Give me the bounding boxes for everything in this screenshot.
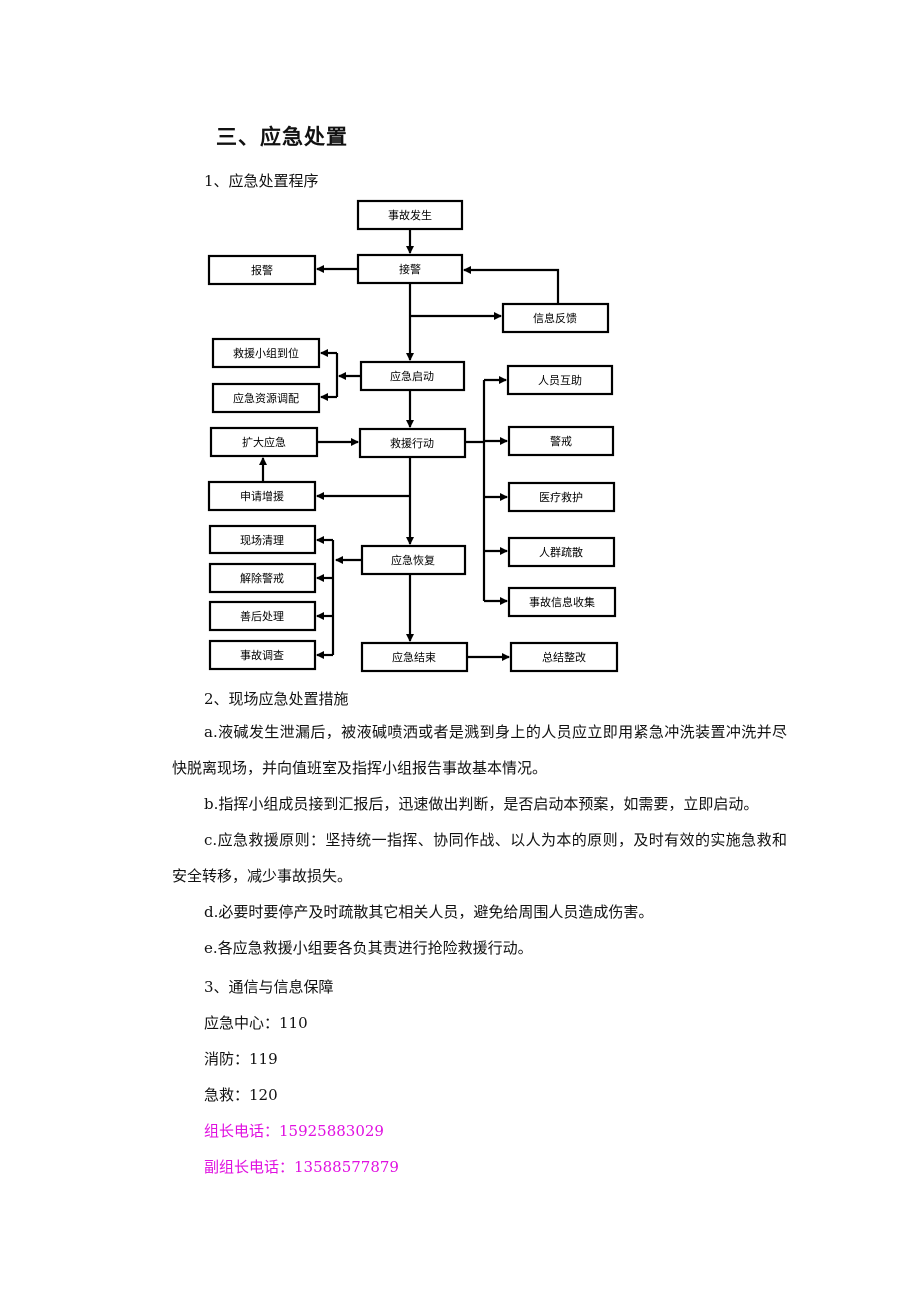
svg-text:申请增援: 申请增援 [240, 489, 284, 503]
svg-text:警戒: 警戒 [550, 434, 572, 448]
node-summary: 总结整改 [509, 641, 619, 673]
paragraph-a: a.液碱发生泄漏后，被液碱喷洒或者是溅到身上的人员应立即用紧急冲洗装置冲洗并尽快… [172, 723, 787, 777]
node-request-reinforce: 申请增援 [207, 480, 317, 512]
contact-leader: 组长电话：15925883029 [204, 1122, 384, 1140]
subsection-procedure: 1、应急处置程序 [204, 172, 319, 190]
svg-text:应急恢复: 应急恢复 [391, 553, 435, 567]
node-guard: 警戒 [507, 425, 615, 457]
svg-text:扩大应急: 扩大应急 [242, 435, 286, 449]
node-crowd-evacuate: 人群疏散 [507, 536, 616, 568]
node-aftermath: 善后处理 [208, 600, 317, 632]
node-rescue-action: 救援行动 [358, 427, 467, 459]
svg-text:解除警戒: 解除警戒 [240, 571, 284, 585]
section-title: 三、应急处置 [216, 125, 348, 149]
subsection-measures: 2、现场应急处置措施 [204, 690, 349, 708]
node-lift-guard: 解除警戒 [208, 562, 317, 594]
node-personnel-help: 人员互助 [506, 364, 614, 396]
svg-text:人员互助: 人员互助 [538, 373, 582, 387]
svg-text:善后处理: 善后处理 [240, 609, 284, 623]
node-emergency-start: 应急启动 [359, 360, 466, 392]
svg-text:报警: 报警 [251, 263, 273, 277]
paragraph-c: c.应急救援原则：坚持统一指挥、协同作战、以人为本的原则，及时有效的实施急救和安… [172, 831, 787, 885]
node-emergency-recover: 应急恢复 [360, 544, 467, 576]
node-team-arrive: 救援小组到位 [211, 337, 321, 369]
node-resource-dispatch: 应急资源调配 [211, 382, 321, 414]
svg-text:事故信息收集: 事故信息收集 [529, 595, 595, 609]
svg-text:总结整改: 总结整改 [542, 650, 586, 664]
svg-text:救援行动: 救援行动 [390, 436, 434, 450]
node-report-police: 报警 [207, 254, 317, 286]
emergency-flowchart: 事故发生 接警 报警 信息反馈 救援小组到位 应急资源调配 应急启动 人员互助 … [207, 199, 619, 673]
paragraph-e: e.各应急救援小组要各负其责进行抢险救援行动。 [204, 939, 533, 957]
svg-text:应急结束: 应急结束 [392, 650, 436, 664]
flow-connectors [259, 229, 560, 661]
svg-text:人群疏散: 人群疏散 [539, 545, 583, 559]
svg-text:应急资源调配: 应急资源调配 [233, 391, 299, 405]
node-emergency-end: 应急结束 [360, 641, 469, 673]
subsection-communication: 3、通信与信息保障 [204, 978, 334, 996]
node-site-clean: 现场清理 [208, 524, 317, 555]
contact-deputy: 副组长电话：13588577879 [204, 1158, 399, 1176]
svg-text:接警: 接警 [399, 262, 421, 276]
svg-text:信息反馈: 信息反馈 [533, 311, 577, 325]
node-expand: 扩大应急 [209, 426, 319, 458]
svg-text:事故发生: 事故发生 [388, 208, 432, 222]
contact-center: 应急中心：110 [204, 1014, 308, 1032]
svg-text:事故调查: 事故调查 [240, 648, 284, 662]
paragraph-b: b.指挥小组成员接到汇报后，迅速做出判断，是否启动本预案，如需要，立即启动。 [204, 795, 759, 813]
node-medical: 医疗救护 [507, 481, 616, 513]
node-investigate: 事故调查 [208, 639, 317, 671]
contact-ambulance: 急救：120 [204, 1086, 278, 1104]
node-receive-alarm: 接警 [356, 253, 464, 285]
node-info-collect: 事故信息收集 [507, 586, 617, 618]
svg-text:医疗救护: 医疗救护 [539, 490, 583, 504]
node-info-feedback: 信息反馈 [501, 302, 610, 334]
contact-fire: 消防：119 [204, 1050, 278, 1068]
svg-text:应急启动: 应急启动 [390, 369, 434, 383]
svg-text:现场清理: 现场清理 [240, 533, 284, 547]
node-accident: 事故发生 [356, 199, 464, 231]
svg-text:救援小组到位: 救援小组到位 [233, 346, 299, 360]
paragraph-d: d.必要时要停产及时疏散其它相关人员，避免给周围人员造成伤害。 [204, 903, 654, 921]
